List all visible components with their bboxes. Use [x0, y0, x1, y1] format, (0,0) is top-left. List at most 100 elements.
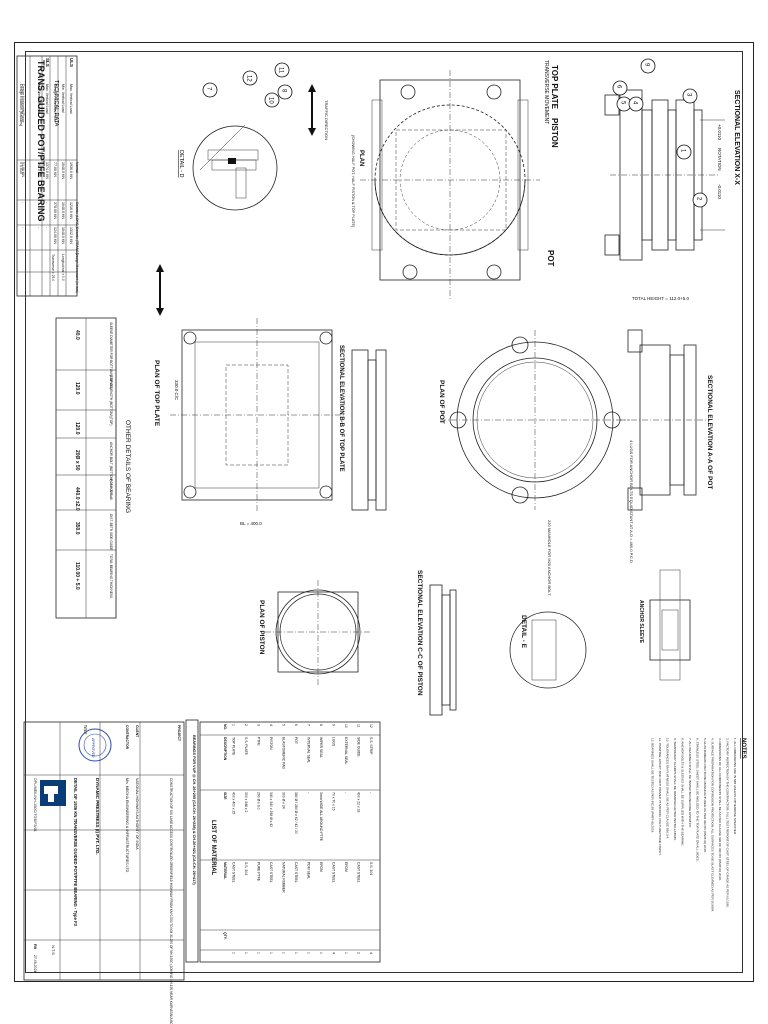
- material-cell: 1: [244, 952, 248, 954]
- technical-data-title: TECHNICAL DATA: [53, 80, 59, 127]
- tech-movement-value: Transverse ± 25.0: [51, 254, 55, 281]
- callout-bubble: [676, 144, 692, 160]
- material-cell: 4: [269, 724, 273, 726]
- other-header: POT PCD AxB: [109, 479, 113, 500]
- tech-row-label: Design Horizontal Force: [21, 84, 25, 123]
- client-text: NATIONAL HIGHWAYS AUTHORITY OF INDIA: [135, 778, 139, 850]
- rotation-label: ROTATION: [717, 148, 722, 171]
- manufacturer-name: DYNAMIC PRESTRESS (I) PVT. LTD.: [95, 778, 100, 855]
- tech-row-label: Min. Vertical Load: [61, 84, 65, 113]
- material-cell: 1: [344, 952, 348, 954]
- tech-row-label: Design Horizontal Force: [53, 84, 57, 123]
- other-details-title: OTHER DETAILS OF BEARING: [124, 420, 131, 513]
- note-line: 2. FACTORY INSPECTION BY THE CONTRACTOR:…: [726, 738, 730, 908]
- material-cell: 9: [332, 724, 336, 726]
- material-cell: 1: [282, 952, 286, 954]
- material-header: NO.: [223, 724, 227, 730]
- callout-number: 3: [686, 93, 692, 97]
- material-cell: WIPER SEAL: [319, 737, 323, 758]
- other-details-table: OTHER DETAILS OF BEARING: [55, 317, 131, 619]
- material-cell: 1: [307, 952, 311, 954]
- material-cell: 1: [232, 724, 236, 726]
- other-value: 440.0 ±2.0: [74, 487, 80, 511]
- drawing-title: TRANS. GUIDED POT/PTFE BEARING: [36, 60, 46, 222]
- material-cell: CAST STEEL: [269, 862, 273, 883]
- tech-seismic-long-value: -: [45, 202, 49, 204]
- material-header: QTY.: [223, 932, 227, 940]
- technical-data-table: [16, 55, 78, 297]
- material-cell: 1: [269, 952, 273, 954]
- tech-group-label: ULS: [69, 58, 74, 67]
- note-line: 7. ALL BEARINGS SHALL BE INSPECTED BEFOR…: [688, 738, 692, 828]
- tech-seismic-trans-value: -: [37, 227, 41, 229]
- callout-number: 8: [281, 89, 287, 93]
- material-cell: INTERNAL SEAL: [307, 737, 311, 763]
- approval-stamp: APPROVED: [78, 728, 112, 762]
- pot-label: POT: [546, 250, 555, 267]
- callout-number: 7: [206, 87, 212, 91]
- section-cc-title: SECTIONAL ELEVATION C-C OF PISTON: [416, 570, 423, 696]
- transverse-movement-label: TRANSVERSE MOVEMENT: [543, 60, 549, 124]
- plan-of-piston: PLAN OF PISTON: [258, 580, 370, 685]
- tech-seismic-long-value: -: [37, 202, 41, 204]
- tech-seismic-trans-value: 1312.0 KN: [69, 227, 73, 244]
- sectional-bb-top-plate: SECTIONAL ELEVATION B-B OF TOP PLATE: [338, 345, 387, 511]
- section-bb-title: SECTIONAL ELEVATION B-B OF TOP PLATE: [338, 345, 344, 472]
- material-cell: 4: [369, 952, 373, 954]
- material-list-table: LIST OF MATERIAL: [199, 721, 381, 963]
- material-cell: 3: [257, 724, 261, 726]
- detail-e: DETAIL - E: [509, 611, 587, 689]
- callout-number: 1: [680, 149, 686, 153]
- material-cell: 12: [369, 724, 373, 728]
- material-cell: 2: [244, 724, 248, 726]
- drawing-date: 27-05-2024: [33, 955, 37, 972]
- plan-of-pot: PLAN OF POT 4 LUGS FOR ANCHOR BOLTS EQUI…: [438, 330, 634, 596]
- material-cell: 1: [294, 952, 298, 954]
- other-header: ANCHOR BOLT (BOTTOM) Nos. & Φ: [109, 442, 113, 496]
- other-header: SLEEVE DIAMETER FOR BOTTOM (TOP OD): [109, 322, 113, 389]
- material-cell: NATURAL RUBBER: [282, 862, 286, 893]
- material-cell: CAST STEEL: [357, 862, 361, 883]
- material-cell: 1: [257, 952, 261, 954]
- note-line: 6. STAINLESS STEEL SHEET SHALL BE WELDED…: [696, 738, 700, 862]
- client-label: CLIENT: [135, 725, 139, 738]
- top-plate-label: TOP PLATE: [550, 65, 559, 110]
- note-line: 11. PAINTING: EPOXY ZINC RICH PRIMER 75 …: [658, 738, 662, 855]
- material-cell: CAST STEEL: [332, 862, 336, 883]
- material-cell: 70 x 70 x 15: [332, 792, 336, 811]
- callout-number: 5: [620, 101, 626, 105]
- callout-bubble: [277, 84, 293, 100]
- tech-normal-value: 1048.0 KN: [61, 162, 65, 179]
- tech-seismic-trans-value: -: [21, 227, 25, 229]
- title-label: TITLE: [83, 725, 87, 735]
- material-header: DESCRIPTION: [223, 737, 227, 761]
- material-cell: S.S. PLATE: [244, 737, 248, 756]
- material-cell: 300 Ø x 24: [282, 792, 286, 809]
- note-line: 5. ELASTOMERIC PAD TO BE MANUFACTURED AS…: [703, 738, 707, 853]
- material-cell: POT: [294, 737, 298, 744]
- callout-number: 9: [644, 63, 650, 67]
- material-cell: 10: [344, 724, 348, 728]
- material-cell: S.S. STRIP: [369, 737, 373, 755]
- section-aa-title: SECTIONAL ELEVATION A-A OF POT: [706, 375, 713, 489]
- manhole-note: 220 MANHOLE FOR M20 ANCHOR BOLT: [547, 520, 552, 596]
- contractor-text: M/s. MEGHA ENGINEERING & INFRASTRUCTURES…: [125, 778, 129, 873]
- callout-number: 12: [246, 75, 252, 82]
- tech-normal-value: 1936.0 KN: [69, 162, 73, 179]
- notes-title: NOTES: [740, 738, 746, 759]
- material-cell: ELASTOMERIC PAD: [282, 737, 286, 769]
- plan-of-top-plate: PLAN OF TOP PLATE 330.0 C/C BL = 400.0: [153, 318, 345, 526]
- material-header: MATERIAL: [223, 862, 227, 879]
- material-cell: 400 x 22 x 18: [357, 792, 361, 812]
- tech-header: Normal: [75, 162, 79, 173]
- tech-header: Design Movement (in mm): [75, 253, 79, 293]
- plan-top-plate-title: PLAN OF TOP PLATE: [153, 360, 160, 427]
- material-cell: 11: [357, 724, 361, 728]
- tech-normal-value: 1374.0 KN: [45, 162, 49, 179]
- material-cell: 380 Ø / 280 Ø x 62 / 42 / 20: [294, 792, 298, 834]
- tech-seismic-long-value: 378.00 KN: [53, 202, 57, 219]
- tech-group-label: SLS: [45, 58, 50, 67]
- tech-seismic-long-value: -: [21, 202, 25, 204]
- material-cell: 3mm WIDE ALL AROUND PTFE: [319, 792, 323, 842]
- plan-of-pot-title: PLAN OF POT: [438, 380, 445, 424]
